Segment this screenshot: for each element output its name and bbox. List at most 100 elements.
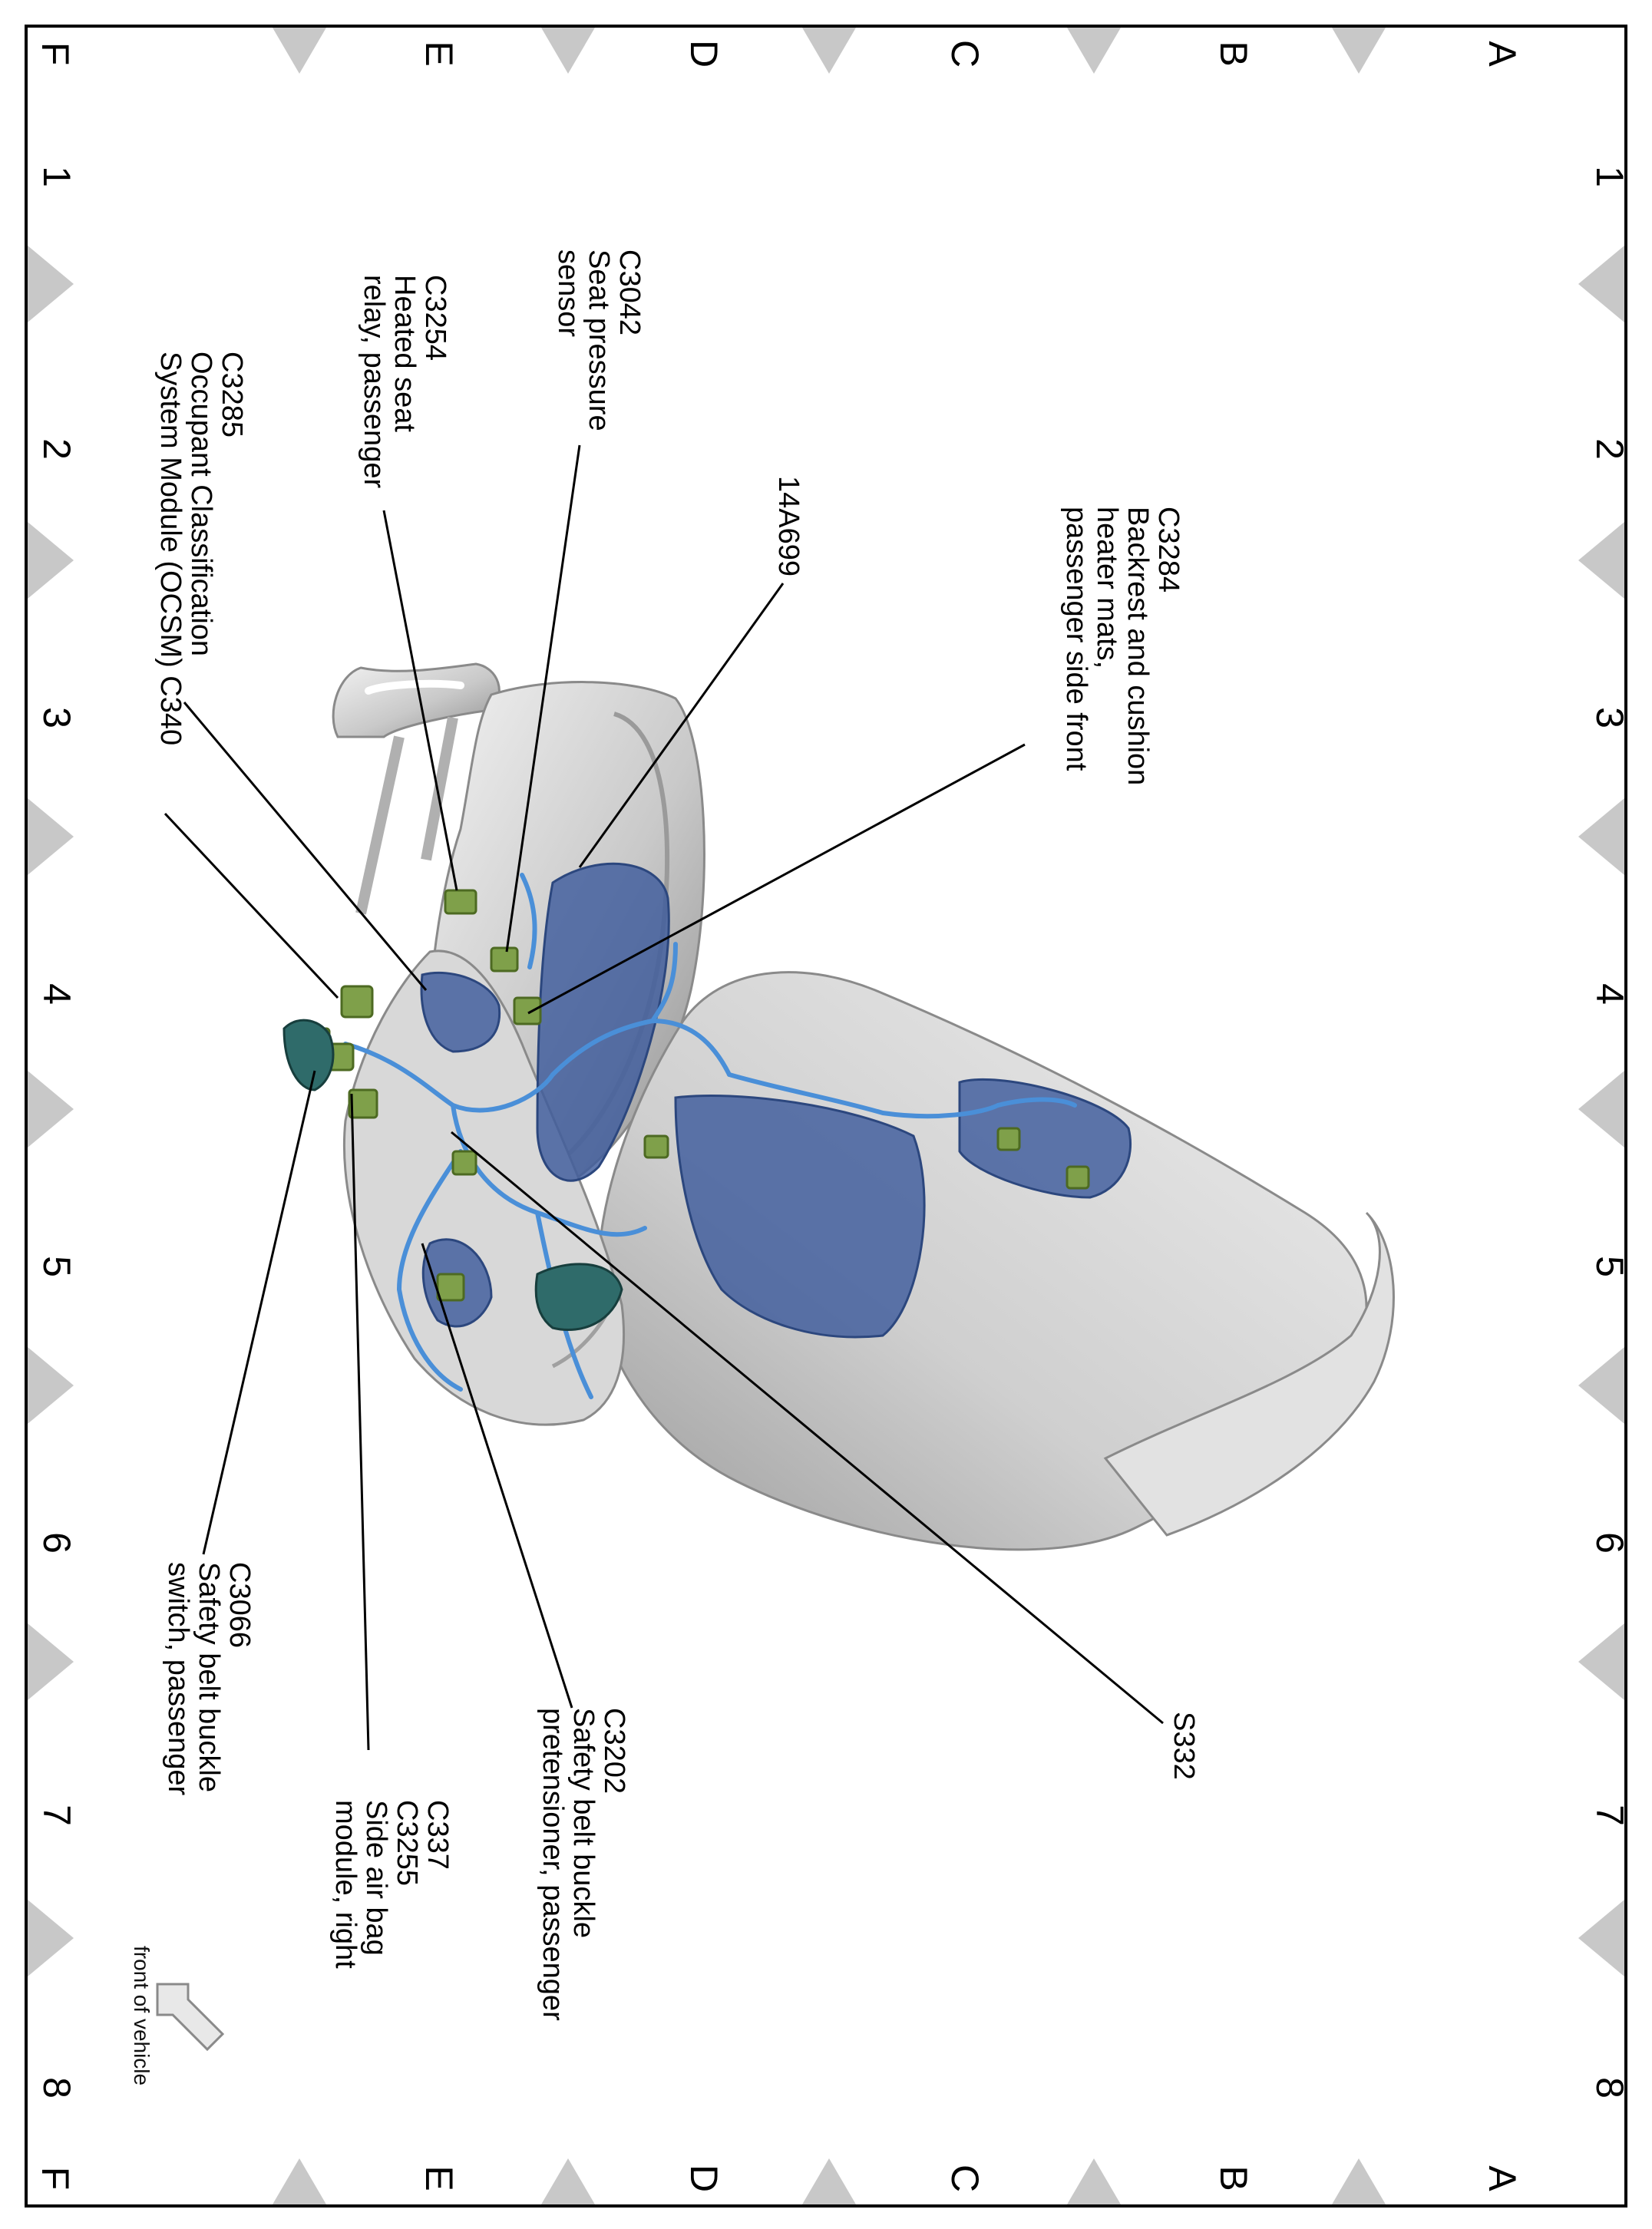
grid-letter-c-bottom: C — [943, 2165, 986, 2192]
connector-s332 — [451, 1150, 477, 1176]
callout-c337-line1: C337 — [421, 1800, 454, 1870]
leader-lines — [164, 444, 1164, 1751]
callout-c337: C337 C3255 Side air bag module, right — [329, 1800, 454, 1969]
callout-c3042-line3: sensor — [552, 249, 584, 337]
connector-c3284 — [513, 996, 542, 1025]
callout-c3284: C3284 Backrest and cushion heater mats, … — [1060, 507, 1184, 785]
grid-letters-bottom: F E D C B A — [34, 2165, 1524, 2192]
callout-c3042: C3042 Seat pressure sensor — [552, 249, 646, 431]
callout-c3254-line2: Heated seat — [388, 275, 421, 432]
front-of-vehicle-indicator: front of vehicle — [130, 1946, 225, 2085]
grid-letter-f-bottom: F — [34, 2167, 77, 2191]
grid-letter-e-top: E — [418, 41, 461, 66]
seat-illustration — [282, 662, 1395, 1551]
backrest-heater-mat — [536, 862, 670, 1182]
leader-c3042 — [505, 444, 581, 953]
grid-number-2-right: 2 — [1588, 438, 1631, 460]
connector-c3285 — [340, 985, 374, 1019]
grid-letter-a-top: A — [1481, 41, 1524, 67]
grid-numbers-left: 1 2 3 4 5 6 7 8 — [35, 166, 78, 2099]
callout-14a699: 14A699 — [772, 476, 805, 576]
lower-blue-block — [420, 971, 501, 1053]
grid-number-3-left: 3 — [35, 707, 78, 728]
grid-numbers-right: 1 2 3 4 5 6 7 8 — [1588, 166, 1631, 2099]
grid-number-8-right: 8 — [1588, 2077, 1631, 2099]
callout-c337-line4: module, right — [329, 1800, 362, 1969]
leader-c3254 — [382, 510, 458, 891]
grid-number-5-left: 5 — [35, 1256, 78, 1277]
grid-number-6-left: 6 — [35, 1532, 78, 1554]
buckle-parts — [282, 1019, 623, 1332]
connectors — [302, 889, 1090, 1302]
callout-s332-line1: S332 — [1168, 1712, 1200, 1780]
connector-c3254 — [444, 889, 477, 915]
grid-number-2-left: 2 — [35, 438, 78, 460]
connector-c3042 — [490, 946, 519, 973]
callout-c3285-line1: C3285 — [216, 352, 248, 438]
callout-c3202-line3: pretensioner, passenger — [537, 1708, 569, 2021]
buckle-block — [534, 1263, 623, 1332]
grid-letter-a-bottom: A — [1481, 2165, 1524, 2191]
grid-number-4-left: 4 — [35, 983, 78, 1005]
grid-number-1-left: 1 — [35, 166, 78, 187]
leader-c340 — [164, 812, 339, 999]
grid-number-1-right: 1 — [1588, 166, 1631, 187]
front-of-vehicle-label: front of vehicle — [130, 1946, 154, 2085]
grid-letter-d-top: D — [682, 40, 725, 68]
connector-rear — [996, 1127, 1021, 1151]
headrest — [332, 662, 501, 915]
callout-c3285: C3285 Occupant Classification System Mod… — [154, 352, 248, 745]
callout-s332: S332 — [1168, 1712, 1200, 1780]
callout-c3285-line3: System Module (OCSM) C340 — [154, 352, 187, 745]
wiring-harness — [343, 873, 1077, 1399]
connector-c3202 — [436, 1273, 465, 1302]
callout-c3254-line1: C3254 — [419, 275, 451, 361]
callout-c3284-line3: heater mats, — [1091, 507, 1123, 669]
cushion-heater-mat — [674, 1094, 926, 1339]
leader-s332 — [451, 1131, 1164, 1725]
callout-c3284-line4: passenger side front — [1060, 507, 1092, 771]
callout-c3066-line1: C3066 — [223, 1562, 256, 1648]
grid-letter-c-top: C — [943, 40, 986, 68]
callout-14a699-line1: 14A699 — [772, 476, 805, 576]
callout-c3042-line1: C3042 — [613, 249, 646, 335]
connector-rear-2 — [1066, 1165, 1090, 1190]
grid-number-7-right: 7 — [1588, 1805, 1631, 1826]
leader-c3066 — [202, 1070, 316, 1555]
grid-markers — [28, 28, 1624, 2204]
diagram-border — [25, 25, 1627, 2208]
leader-c3284 — [527, 743, 1026, 1015]
grid-number-3-right: 3 — [1588, 707, 1631, 728]
grid-number-4-right: 4 — [1588, 983, 1631, 1005]
grid-letter-b-bottom: B — [1212, 2165, 1255, 2191]
grid-number-8-left: 8 — [35, 2077, 78, 2099]
callout-c3066-line3: switch, passenger — [162, 1562, 194, 1795]
callout-c3066-line2: Safety belt buckle — [193, 1562, 225, 1792]
grid-letter-e-bottom: E — [418, 2165, 461, 2191]
callout-c3202-line1: C3202 — [598, 1708, 630, 1794]
callout-c3202: C3202 Safety belt buckle pretensioner, p… — [537, 1708, 630, 2021]
grid-letters-top: F E D C B A — [34, 40, 1524, 68]
callout-c3285-line2: Occupant Classification — [185, 352, 217, 656]
leader-c337 — [350, 1093, 370, 1751]
grid-letter-d-bottom: D — [682, 2165, 725, 2192]
callout-c337-line3: Side air bag — [360, 1800, 392, 1956]
callout-c3284-line1: C3284 — [1152, 507, 1184, 593]
callout-c337-line2: C3255 — [391, 1800, 423, 1886]
grid-number-7-left: 7 — [35, 1805, 78, 1826]
callout-c3254-line3: relay, passenger — [358, 275, 390, 488]
callout-c3202-line2: Safety belt buckle — [567, 1708, 600, 1938]
heater-mats — [420, 862, 1132, 1339]
leader-c3285 — [183, 702, 428, 991]
callout-c3042-line2: Seat pressure — [583, 249, 615, 431]
callout-c3254: C3254 Heated seat relay, passenger — [358, 275, 451, 488]
front-arrow-icon — [156, 1983, 225, 2052]
connector-c337 — [348, 1088, 378, 1119]
leader-14a699 — [578, 583, 785, 868]
grid-letter-f-top: F — [34, 42, 77, 66]
callout-c3284-line2: Backrest and cushion — [1122, 507, 1154, 785]
grid-number-6-right: 6 — [1588, 1532, 1631, 1554]
leader-c3202 — [421, 1243, 573, 1709]
buckle-tongue — [282, 1019, 335, 1091]
